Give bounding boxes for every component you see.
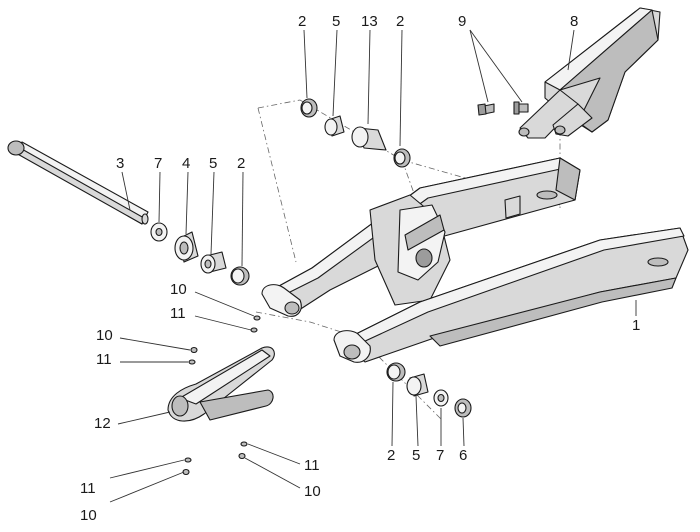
callout-1: 1	[632, 317, 640, 334]
callout-11: 11	[96, 351, 112, 368]
bearing-left	[230, 266, 250, 286]
callout-5: 5	[209, 155, 217, 172]
callout-10: 10	[304, 483, 321, 500]
leader-lines	[109, 29, 637, 503]
callout-7: 7	[154, 155, 162, 172]
bottom-bearing-set	[386, 362, 472, 418]
guard-screws	[477, 101, 529, 116]
chain-slider	[167, 346, 275, 422]
callout-13: 13	[361, 13, 378, 30]
callout-2: 2	[298, 13, 306, 30]
callout-10: 10	[80, 507, 97, 524]
callout-4: 4	[182, 155, 190, 172]
spacer-left	[200, 251, 227, 274]
callout-2: 2	[396, 13, 404, 30]
callout-3: 3	[116, 155, 124, 172]
top-bearing-set	[300, 98, 411, 168]
callout-9: 9	[458, 13, 466, 30]
washer-left	[150, 222, 168, 242]
callout-10: 10	[96, 327, 113, 344]
callout-2: 2	[387, 447, 395, 464]
callout-12: 12	[94, 415, 111, 432]
chain-guard	[518, 7, 661, 139]
pivot-axle	[7, 140, 149, 225]
callout-7: 7	[436, 447, 444, 464]
callout-8: 8	[570, 13, 578, 30]
small-fasteners	[182, 315, 261, 476]
callout-5: 5	[412, 447, 420, 464]
bush-left	[174, 231, 199, 263]
callout-11: 11	[304, 457, 320, 474]
callout-11: 11	[80, 480, 96, 497]
callout-11: 11	[170, 305, 186, 322]
callout-2: 2	[237, 155, 245, 172]
callout-6: 6	[459, 447, 467, 464]
callout-labels: 2 5 13 2 9 8 3 7 4 5 2 10 11 10 11 12 1 …	[80, 13, 640, 524]
callout-10: 10	[170, 281, 187, 298]
swingarm	[261, 157, 689, 363]
callout-5: 5	[332, 13, 340, 30]
